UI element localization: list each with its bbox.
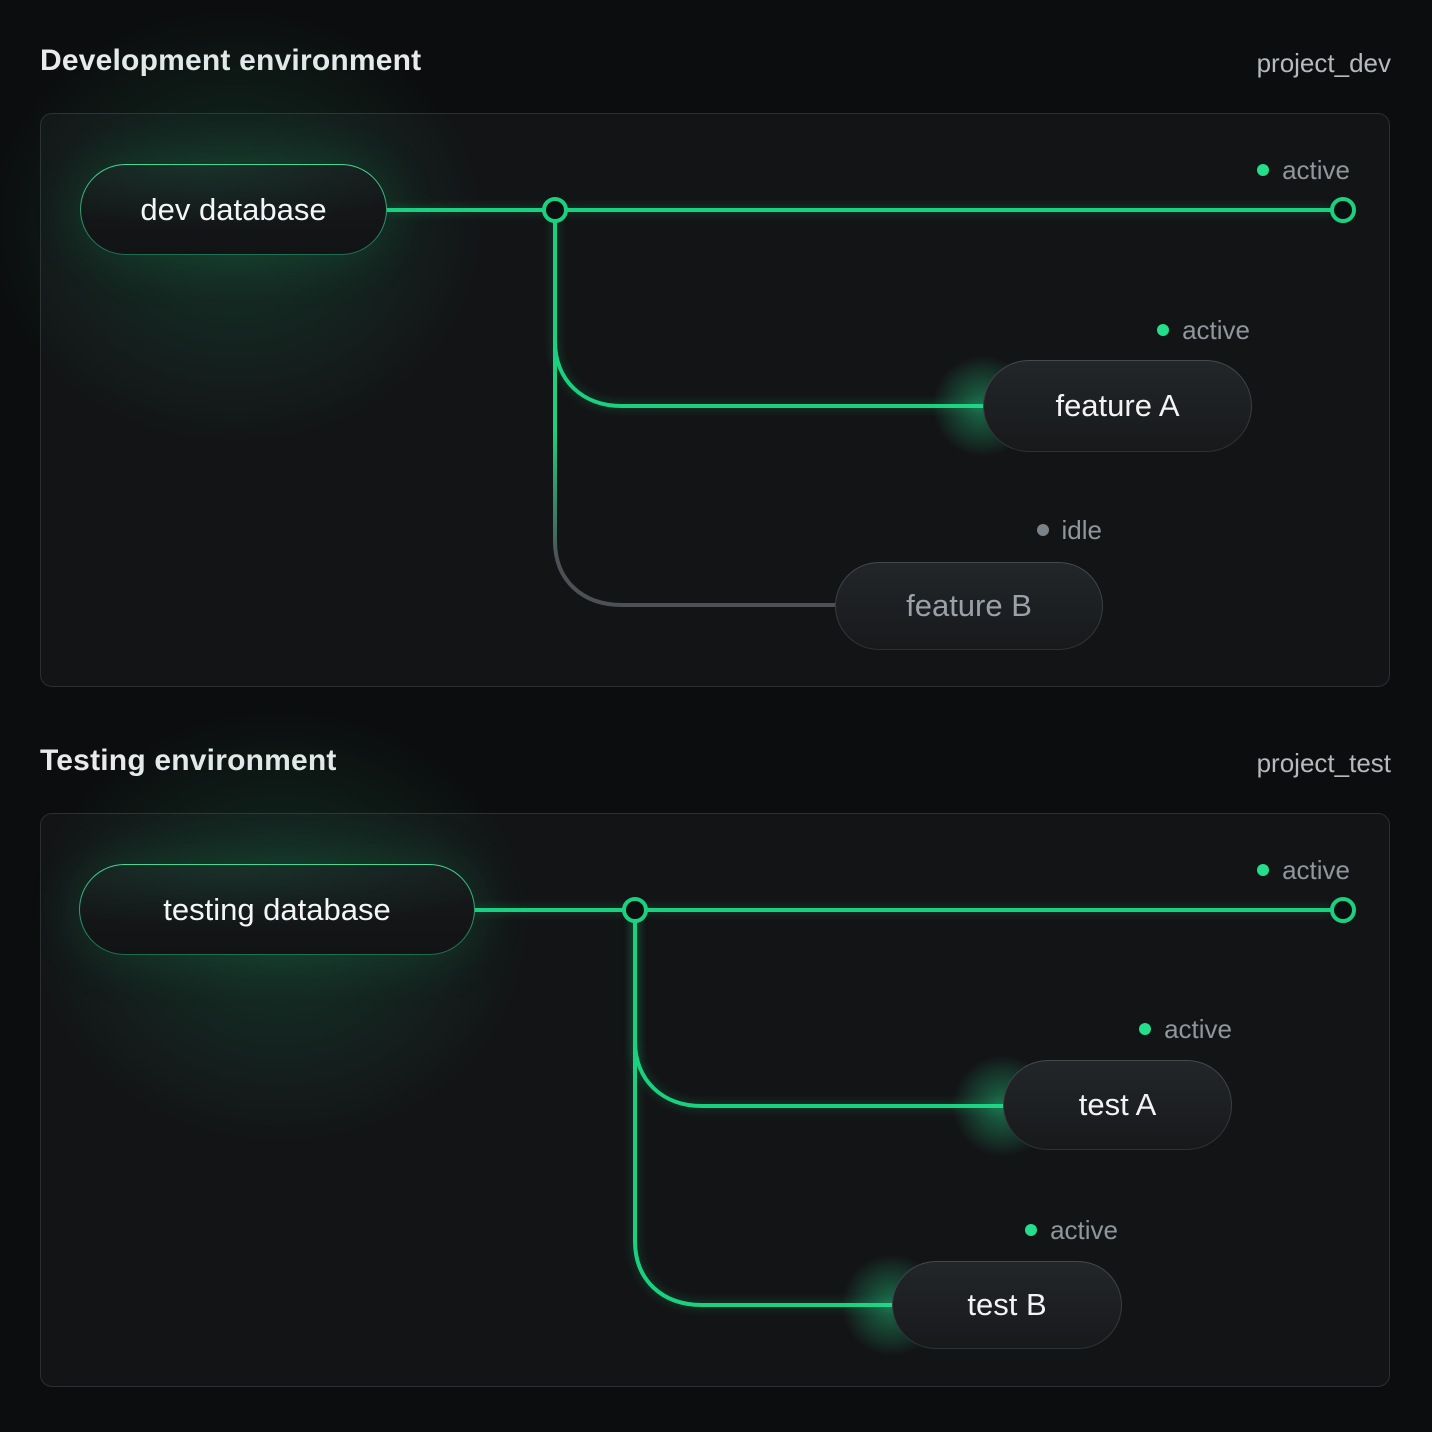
feature-a-label: feature A [1055,388,1180,423]
test-main-status-badge: active [1257,852,1350,888]
dev-main-status-badge: active [1257,152,1350,188]
feature-b-node[interactable]: feature B [835,562,1103,650]
status-label: active [1282,154,1350,185]
test-b-node[interactable]: test B [892,1261,1122,1349]
status-dot-icon [1025,1224,1038,1236]
test-b-status-badge: active [1025,1212,1118,1248]
test-a-label: test A [1078,1087,1157,1122]
feature-a-branch-line [553,210,983,408]
status-label: active [1164,1013,1232,1044]
feature-b-label: feature B [906,588,1032,623]
dev-branch-end-node [1330,197,1356,223]
status-dot-icon [1257,864,1270,876]
test-b-label: test B [967,1287,1047,1322]
testing-database-node[interactable]: testing database [79,864,475,955]
dev-database-node[interactable]: dev database [80,164,387,255]
status-label: active [1050,1214,1118,1245]
test-branch-point-node [622,897,648,923]
test-project-name: project_test [1256,748,1391,778]
test-environment-title: Testing environment [40,744,337,777]
test-a-node[interactable]: test A [1003,1060,1232,1150]
status-label: active [1182,314,1250,345]
status-dot-icon [1036,524,1049,536]
dev-environment-title: Development environment [40,44,422,77]
status-dot-icon [1139,1023,1152,1035]
feature-b-status-badge: idle [1036,512,1102,548]
feature-a-node[interactable]: feature A [983,360,1252,452]
status-label: idle [1061,514,1102,545]
dev-branch-point-node [542,197,568,223]
status-label: active [1282,854,1350,885]
test-b-branch-line [633,910,892,1307]
test-a-branch-line [633,910,1003,1108]
dev-database-label: dev database [140,191,327,227]
status-dot-icon [1257,164,1270,176]
testing-database-label: testing database [163,891,391,927]
test-branch-end-node [1330,897,1356,923]
dev-project-name: project_dev [1256,48,1391,78]
test-a-status-badge: active [1139,1011,1232,1047]
feature-a-status-badge: active [1157,312,1250,348]
status-dot-icon [1157,324,1170,336]
feature-b-branch-line [553,210,836,607]
